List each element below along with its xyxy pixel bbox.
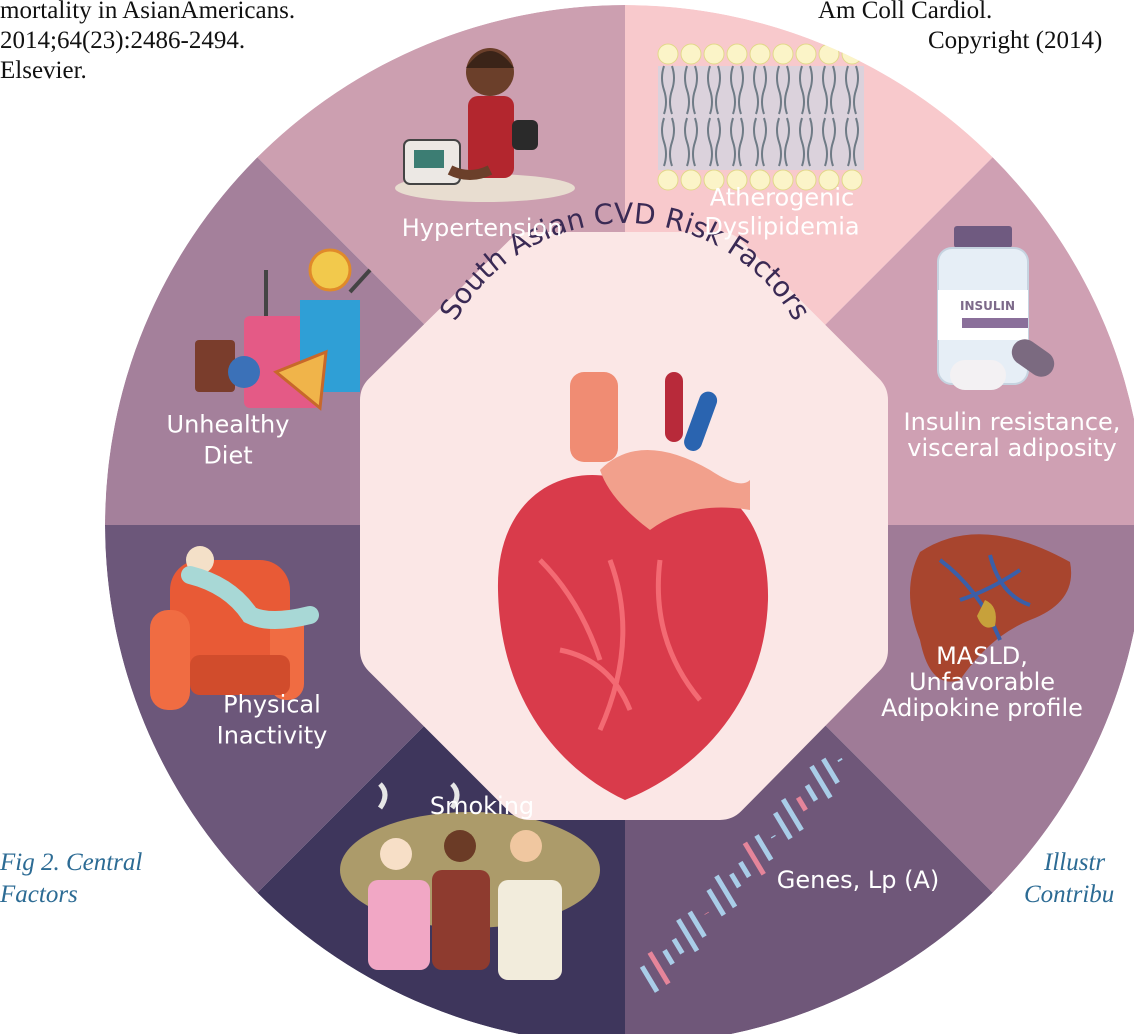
label-genes: Genes, Lp (A): [777, 866, 939, 894]
liver-icon: [910, 534, 1072, 682]
citation-line-1: mortality in AsianAmericans.: [0, 0, 296, 24]
svg-text:INSULIN: INSULIN: [960, 299, 1015, 313]
lipid-bilayer-icon: [657, 43, 864, 191]
citation-line-3: Elsevier.: [0, 57, 87, 84]
armchair-icon: [150, 546, 319, 710]
smokers-illustration: [340, 778, 600, 980]
hypertension-illustration: [395, 48, 575, 202]
figure-caption-right-1: Illustr: [1044, 849, 1106, 876]
label-insulin-resistance: Insulin resistance,visceral adiposity: [904, 408, 1121, 462]
insulin-vial-icon: INSULIN: [937, 226, 1055, 390]
figure-caption-right-2: Contribu: [1024, 881, 1115, 908]
citation-line-2: 2014;64(23):2486-2494.: [0, 27, 246, 54]
junk-food-icon: [195, 248, 372, 411]
citation-right-line-2: Copyright (2014): [928, 27, 1103, 54]
figure-caption-left-2: Factors: [0, 881, 78, 908]
citation-right-line-1: Am Coll Cardiol.: [818, 0, 993, 24]
label-hypertension: Hypertension: [402, 214, 563, 242]
figure-caption-left-1: Fig 2. Central: [0, 849, 143, 876]
dna-helix-icon: [639, 757, 843, 993]
heart-icon: [497, 372, 769, 800]
label-smoking: Smoking: [430, 792, 534, 820]
